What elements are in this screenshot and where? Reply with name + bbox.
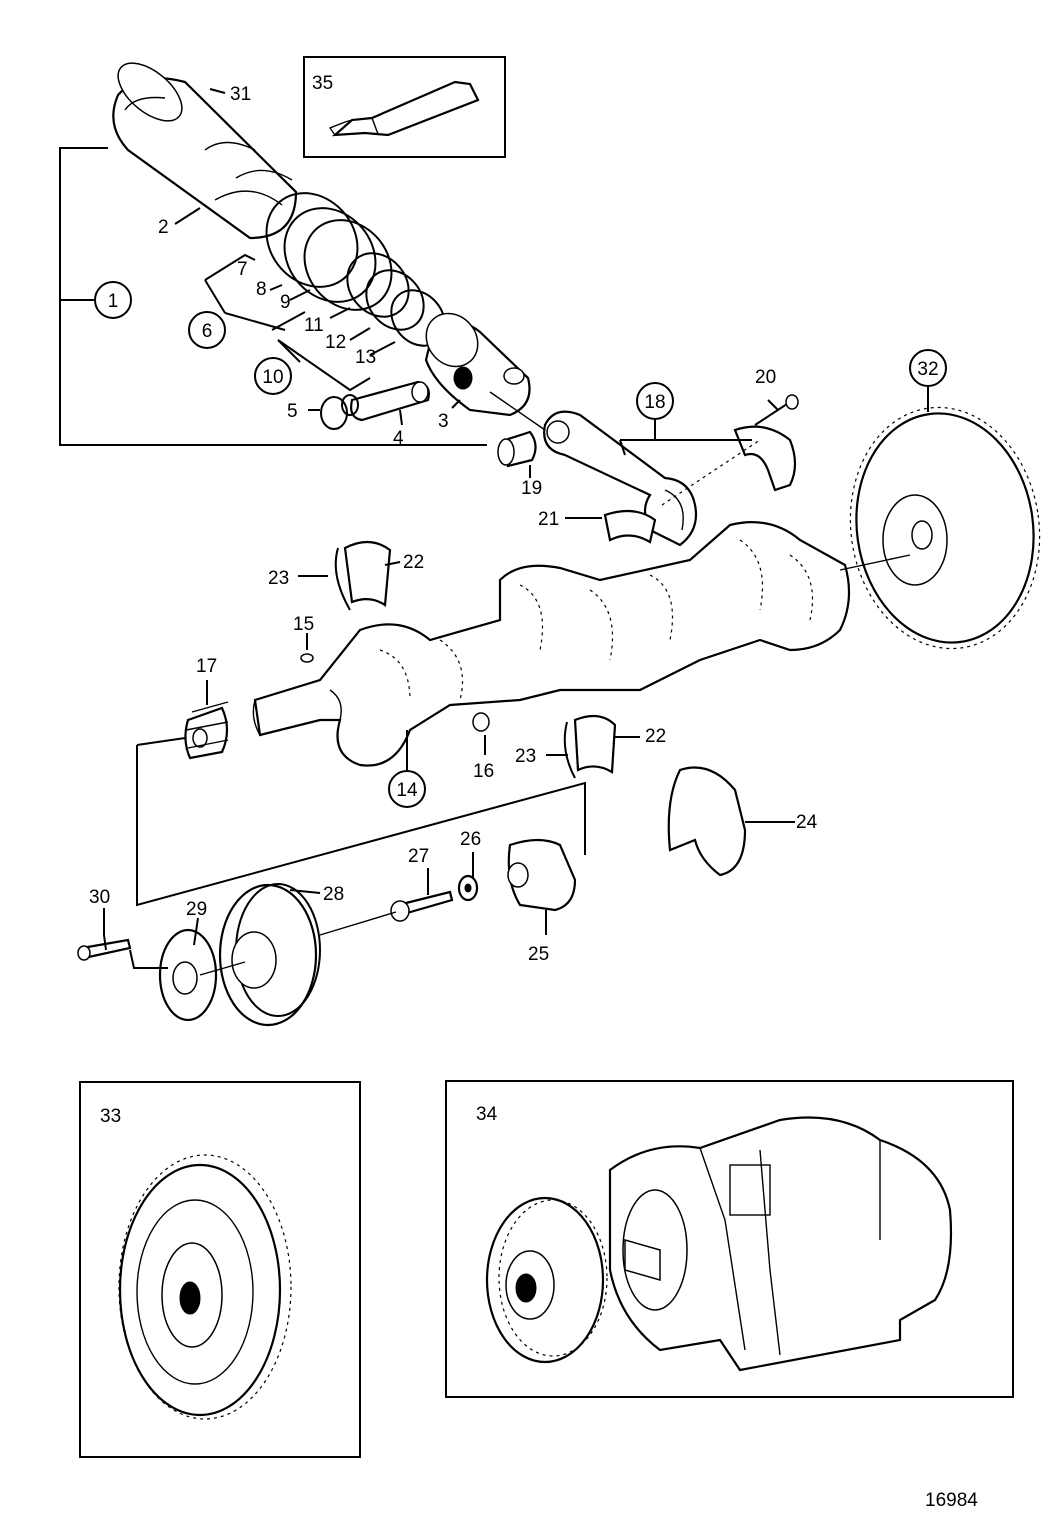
label-9: 9 [280, 292, 291, 313]
cylinder-liner-drawing [112, 62, 298, 240]
piston-drawing [424, 312, 531, 417]
label-6: 6 [202, 321, 213, 342]
figure-number: 16984 [925, 1490, 978, 1511]
piston-rings-drawing [265, 192, 446, 347]
inset-box-35 [303, 56, 506, 158]
label-28: 28 [323, 884, 344, 905]
label-32: 32 [917, 359, 938, 380]
damper-plate-drawing [158, 928, 218, 1022]
center-bolt-drawing [390, 890, 454, 922]
label-35: 35 [312, 73, 333, 94]
main-bearing-lower-drawing [563, 714, 617, 779]
label-27: 27 [408, 846, 429, 867]
label-1: 1 [108, 291, 119, 312]
label-21: 21 [538, 509, 559, 530]
label-33: 33 [100, 1106, 121, 1127]
label-26: 26 [460, 829, 481, 850]
circlip-drawing [320, 394, 359, 430]
label-31: 31 [230, 84, 251, 105]
callout-circle-10 [254, 357, 292, 395]
label-30: 30 [89, 887, 110, 908]
label-10: 10 [262, 367, 283, 388]
label-19: 19 [521, 478, 542, 499]
connecting-rod-drawing [543, 410, 698, 547]
label-23-lower: 23 [515, 746, 536, 767]
label-22-upper: 22 [403, 552, 424, 573]
label-29: 29 [186, 899, 207, 920]
label-13: 13 [355, 347, 376, 368]
label-14: 14 [396, 780, 418, 801]
label-25: 25 [528, 944, 549, 965]
label-15: 15 [293, 614, 314, 635]
label-17: 17 [196, 656, 217, 677]
label-3: 3 [438, 411, 449, 432]
engine-assembly-drawing [485, 1116, 953, 1372]
label-22-lower: 22 [645, 726, 666, 747]
label-24: 24 [796, 812, 818, 833]
pulley-bolt-drawing [77, 938, 132, 961]
crank-hub-drawing [507, 838, 577, 912]
label-5: 5 [287, 401, 298, 422]
label-12: 12 [325, 332, 346, 353]
plug-drawing [472, 712, 490, 732]
label-23-upper: 23 [268, 568, 289, 589]
label-34: 34 [476, 1104, 498, 1125]
callout-circle-18 [636, 382, 674, 420]
part-number-labels: 1 2 3 4 5 6 7 8 9 10 11 12 13 14 15 16 1… [89, 73, 978, 1511]
label-8: 8 [256, 279, 267, 300]
inset-box-34 [445, 1080, 1014, 1398]
label-16: 16 [473, 761, 494, 782]
label-20: 20 [755, 367, 776, 388]
label-11: 11 [304, 315, 324, 336]
main-bearing-cap-drawing [667, 766, 747, 877]
sealant-tube-drawing [328, 80, 480, 137]
rod-bolt-drawing [754, 394, 799, 426]
inset-box-33 [79, 1081, 361, 1458]
ring-gear-flywheel-drawing [118, 1154, 292, 1420]
rod-cap-drawing [733, 425, 797, 492]
callout-circle-32 [909, 349, 947, 387]
washer-drawing [457, 874, 479, 902]
label-2: 2 [158, 217, 169, 238]
bushing-drawing [497, 430, 537, 468]
woodruff-key-drawing [300, 653, 314, 663]
leader-lines [59, 88, 929, 976]
callout-circle-14 [388, 770, 426, 808]
piston-pin-drawing [350, 380, 430, 422]
callout-circle-6 [188, 311, 226, 349]
label-4: 4 [393, 428, 404, 449]
rod-bearing-shell-drawing [603, 509, 657, 544]
label-7: 7 [237, 259, 248, 280]
callout-circles [94, 281, 947, 808]
crankshaft-drawing [252, 521, 911, 767]
main-bearing-upper-drawing [334, 540, 392, 611]
callout-circle-1 [94, 281, 132, 319]
flywheel-drawing [849, 406, 1041, 650]
crank-gear-drawing [184, 701, 229, 760]
belt-pulley-drawing [218, 883, 321, 1027]
label-18: 18 [644, 392, 665, 413]
